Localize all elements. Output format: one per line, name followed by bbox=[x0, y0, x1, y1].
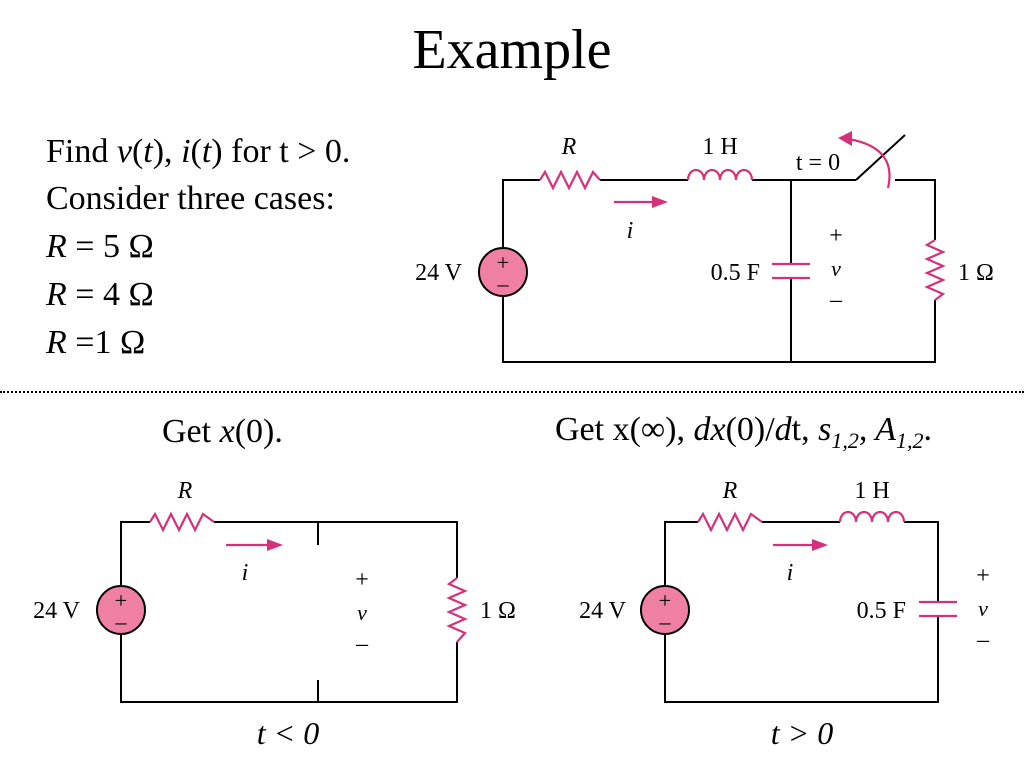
load-resistor-symbol bbox=[924, 239, 946, 301]
current-arrow-head bbox=[652, 196, 668, 208]
problem-line-1: Find v(t), i(t) for t > 0. bbox=[46, 133, 351, 170]
load-label: 1 Ω bbox=[958, 260, 994, 286]
switch-blade bbox=[855, 134, 906, 181]
source-label: 24 V bbox=[415, 260, 463, 286]
wire bbox=[664, 521, 698, 585]
case-r4: R = 4 Ω bbox=[46, 276, 154, 313]
capacitor-label: 0.5 F bbox=[857, 598, 906, 624]
wire bbox=[502, 297, 936, 363]
wire bbox=[214, 521, 458, 578]
source-minus: – bbox=[497, 271, 510, 296]
inductor-label: 1 H bbox=[854, 478, 889, 504]
source-plus: + bbox=[497, 250, 509, 275]
switch-motion-arc bbox=[841, 136, 891, 189]
voltage-plus: + bbox=[829, 223, 843, 249]
switch-label: t = 0 bbox=[796, 150, 840, 176]
wire bbox=[895, 179, 936, 240]
caption-get-final: Get x(∞), dx(0)/dt, s1,2, A1,2. bbox=[555, 411, 933, 453]
time-label-before: t < 0 bbox=[257, 715, 319, 751]
wire bbox=[502, 179, 540, 248]
voltage-label: v bbox=[831, 256, 841, 281]
source-minus: – bbox=[115, 609, 128, 634]
voltage-plus: + bbox=[355, 567, 369, 593]
voltage-source bbox=[96, 585, 146, 635]
current-label: i bbox=[242, 560, 249, 586]
source-label: 24 V bbox=[579, 598, 627, 624]
wire bbox=[664, 616, 939, 703]
inductor-symbol bbox=[838, 510, 906, 523]
section-divider bbox=[0, 391, 1024, 393]
resistor-label: R bbox=[722, 478, 738, 504]
voltage-minus: – bbox=[976, 627, 990, 653]
source-plus: + bbox=[659, 588, 671, 613]
circuit-before-diagram: + – R i 24 V + v – 1 Ω t < 0 bbox=[33, 478, 516, 751]
voltage-source bbox=[640, 585, 690, 635]
capacitor-label: 0.5 F bbox=[711, 260, 760, 286]
problem-line-2: Consider three cases: bbox=[46, 180, 335, 217]
voltage-plus: + bbox=[976, 563, 990, 589]
source-label: 24 V bbox=[33, 598, 81, 624]
current-arrow-head bbox=[267, 539, 283, 551]
switch-arrow-head bbox=[838, 131, 852, 146]
wire bbox=[904, 521, 939, 602]
source-plus: + bbox=[115, 588, 127, 613]
current-label: i bbox=[627, 218, 634, 244]
resistor-r-symbol bbox=[149, 511, 215, 533]
resistor-r-symbol bbox=[697, 511, 763, 533]
current-label: i bbox=[787, 560, 794, 586]
resistor-r-symbol bbox=[539, 169, 601, 191]
current-arrow-head bbox=[812, 539, 828, 551]
caption-get-initial: Get x(0). bbox=[162, 413, 283, 450]
case-r5: R = 5 Ω bbox=[46, 228, 154, 265]
circuit-after-diagram: + – R 1 H i 24 V 0.5 F + v – t > 0 bbox=[579, 478, 990, 751]
voltage-label: v bbox=[978, 596, 988, 621]
source-minus: – bbox=[659, 609, 672, 634]
voltage-label: v bbox=[357, 600, 367, 625]
wire bbox=[120, 521, 150, 585]
inductor-label: 1 H bbox=[702, 134, 737, 160]
slide-title: Example bbox=[412, 19, 612, 81]
wire bbox=[120, 635, 458, 703]
inductor-symbol bbox=[686, 168, 754, 181]
load-label: 1 Ω bbox=[480, 598, 516, 624]
voltage-minus: – bbox=[829, 287, 843, 313]
main-circuit-diagram: + – R 1 H t = 0 i 24 V 0.5 F + v – 1 Ω bbox=[415, 131, 994, 363]
resistor-label: R bbox=[561, 134, 577, 160]
voltage-minus: – bbox=[355, 631, 369, 657]
load-resistor-symbol bbox=[446, 577, 468, 643]
voltage-source bbox=[478, 247, 528, 297]
time-label-after: t > 0 bbox=[771, 715, 833, 751]
case-r1: R =1 Ω bbox=[46, 324, 146, 361]
resistor-label: R bbox=[177, 478, 193, 504]
